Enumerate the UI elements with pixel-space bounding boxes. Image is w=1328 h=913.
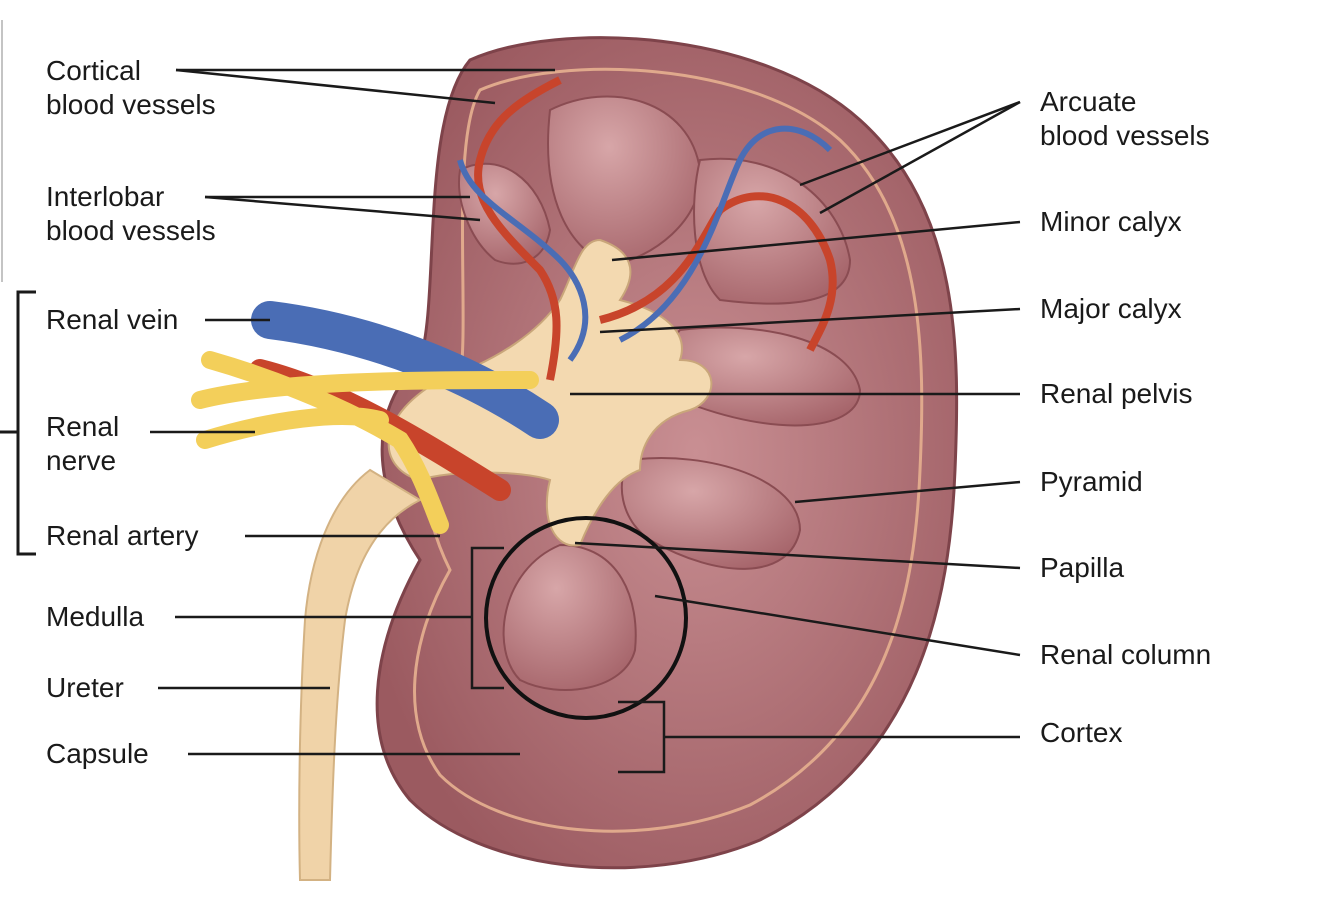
label-minor-calyx: Minor calyx — [1040, 206, 1182, 237]
label-medulla: Medulla — [46, 601, 145, 632]
label-arcuate-blood-vessels: Arcuate blood vessels — [1040, 86, 1210, 151]
arcuate-artery — [599, 192, 837, 352]
label-ureter: Ureter — [46, 672, 124, 703]
label-capsule: Capsule — [46, 738, 149, 769]
label-papilla: Papilla — [1040, 552, 1125, 583]
label-cortex: Cortex — [1040, 717, 1123, 748]
pyramid-5 — [502, 543, 637, 691]
label-major-calyx: Major calyx — [1040, 293, 1182, 324]
renal-vein — [251, 301, 559, 439]
renal-nerve — [191, 351, 539, 534]
label-renal-pelvis: Renal pelvis — [1040, 378, 1193, 409]
label-renal-nerve: Renal nerve — [46, 411, 120, 476]
renal-hilum-bracket — [16, 290, 36, 556]
label-pyramid: Pyramid — [1040, 466, 1143, 497]
pyramid-1 — [547, 95, 702, 267]
label-renal-vein: Renal vein — [46, 304, 179, 335]
pyramid-4 — [620, 457, 802, 570]
label-renal-column: Renal column — [1040, 639, 1212, 670]
label-renal-artery: Renal artery — [46, 520, 199, 551]
interlobar-artery — [474, 76, 562, 381]
interlobar-vein — [457, 159, 589, 362]
ureter — [298, 468, 423, 881]
pyramid-2 — [693, 157, 852, 305]
arcuate-vein — [618, 125, 833, 343]
label-cortical-blood-vessels: Cortical blood vessels — [46, 55, 216, 120]
leader-lines — [150, 68, 1021, 774]
label-interlobar-blood-vessels: Interlobar blood vessels — [46, 181, 216, 246]
highlight-circle — [484, 516, 688, 720]
